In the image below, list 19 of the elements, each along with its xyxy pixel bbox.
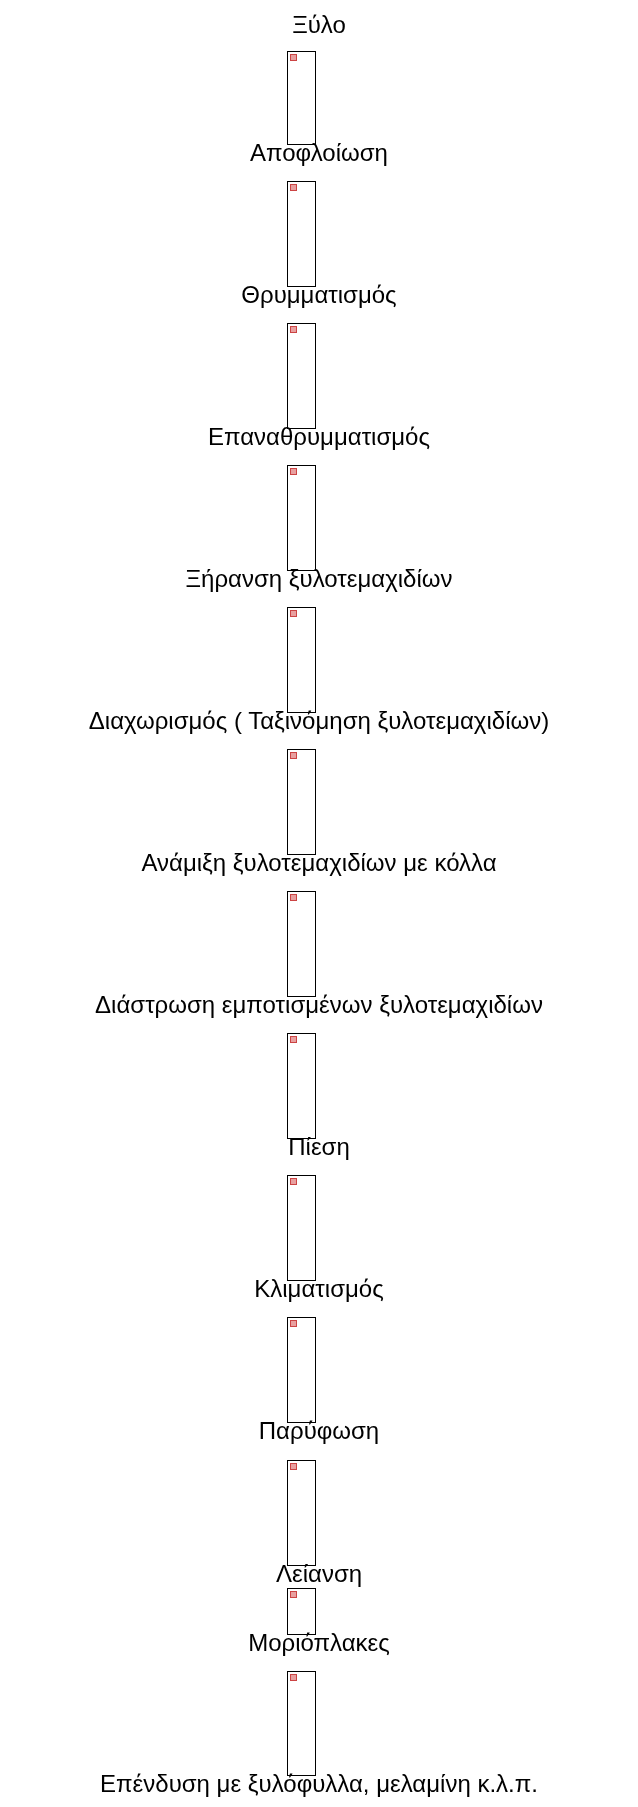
- process-step-text: Παρύφωση: [0, 1417, 638, 1445]
- process-step-text: Επένδυση με ξυλόφυλλα, μελαμίνη κ.λ.π.: [0, 1770, 638, 1798]
- placeholder-box: [287, 51, 316, 145]
- process-step-text: Διάστρωση εμποτισμένων ξυλοτεμαχιδίων: [0, 991, 638, 1019]
- process-step-text: Λείανση: [0, 1560, 638, 1588]
- placeholder-box: [287, 1033, 316, 1139]
- process-step-text: Θρυμματισμός: [0, 281, 638, 309]
- placeholder-box: [287, 465, 316, 571]
- process-step-text: Πίεση: [0, 1133, 638, 1161]
- process-step-text: Ξήρανση ξυλοτεμαχιδίων: [0, 565, 638, 593]
- process-step-text: Επαναθρυμματισμός: [0, 423, 638, 451]
- process-step-text: Κλιματισμός: [0, 1275, 638, 1303]
- process-step-text: Αποφλοίωση: [0, 139, 638, 167]
- process-step-text: Ανάμιξη ξυλοτεμαχιδίων με κόλλα: [0, 849, 638, 877]
- process-step-text: Ξύλο: [0, 11, 638, 39]
- process-step-text: Μοριόπλακες: [0, 1629, 638, 1657]
- placeholder-box: [287, 1460, 316, 1566]
- placeholder-box: [287, 749, 316, 855]
- process-step-text: Διαχωρισμός ( Ταξινόμηση ξυλοτεμαχιδίων): [0, 707, 638, 735]
